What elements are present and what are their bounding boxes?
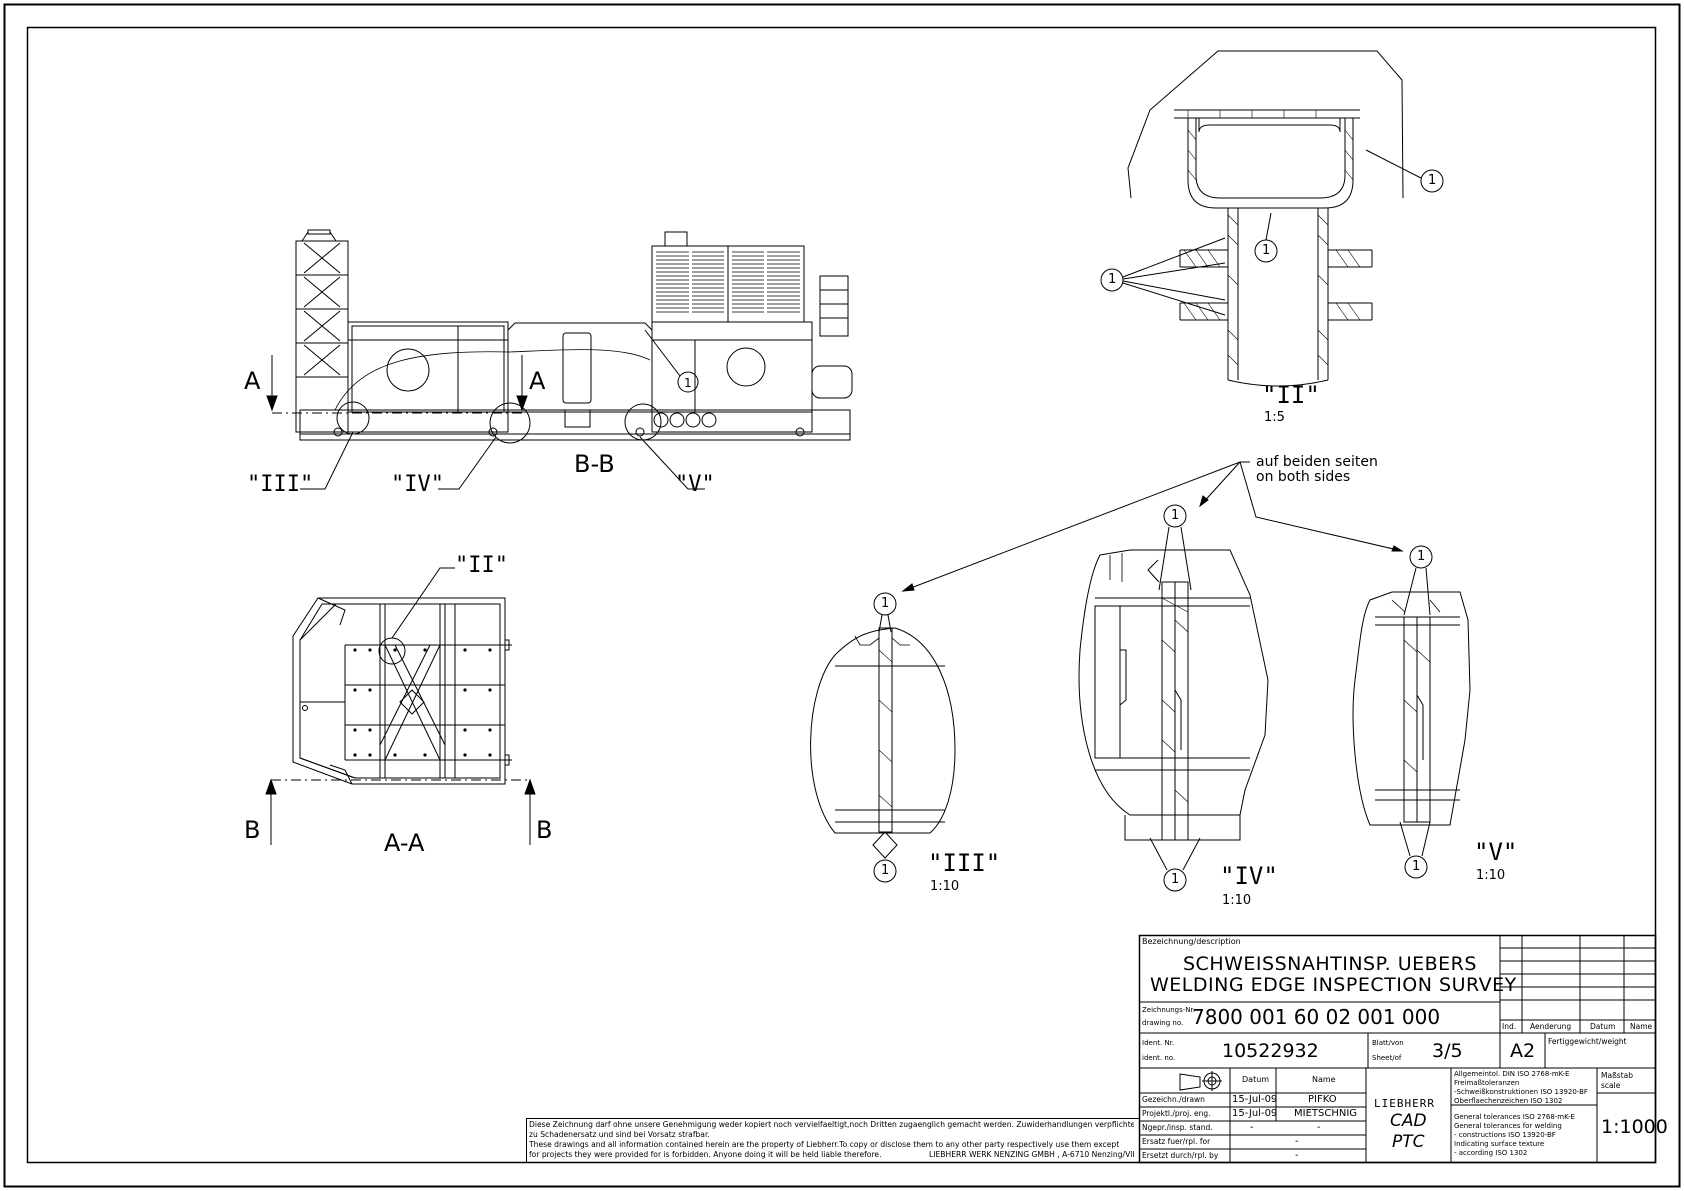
sheet-number: 3/5 <box>1432 1040 1463 1062</box>
drawing-scale: 1:1000 <box>1601 1116 1668 1138</box>
replaces-value: - <box>1295 1136 1299 1147</box>
detail-iv-scale: 1:10 <box>1222 893 1252 908</box>
detail-iv <box>1078 504 1269 892</box>
rev-index-header: Ind. <box>1502 1022 1517 1031</box>
detail-iii-title: "III" <box>928 849 1001 877</box>
insp-name: - <box>1317 1122 1321 1133</box>
balloon-number: 1 <box>1412 859 1421 874</box>
drawing-no-label: Zeichnungs-Nr. <box>1142 1006 1195 1014</box>
detail-v-scale: 1:10 <box>1476 868 1506 883</box>
notice-line: for projects they were provided for is f… <box>529 1150 882 1159</box>
drawn-label: Gezeichn./drawn <box>1142 1095 1205 1104</box>
note-leaders <box>901 461 1404 592</box>
detail-ii-title: "II" <box>1262 381 1320 409</box>
tolerance-en-3: - constructions ISO 13920-BF <box>1454 1131 1556 1139</box>
drawn-date: 15-Jul-09 <box>1232 1094 1278 1105</box>
balloon-number: 1 <box>1428 173 1437 188</box>
sheet-label-en: Sheet/of <box>1372 1054 1402 1062</box>
detail-v <box>1352 545 1471 879</box>
detail-iii <box>810 592 956 883</box>
balloon-number: 1 <box>1171 872 1180 887</box>
section-a-mark-left: A <box>244 367 261 395</box>
sheet-format: A2 <box>1510 1040 1536 1062</box>
description-label: Bezeichnung/description <box>1142 937 1241 946</box>
scale-label-en: scale <box>1601 1081 1621 1090</box>
section-a-a-label: A-A <box>384 829 425 857</box>
balloon-number: 1 <box>1108 272 1117 287</box>
ident-no-label: Ident. Nr. <box>1142 1039 1175 1047</box>
tolerance-en-2: General tolerances for welding <box>1454 1122 1562 1130</box>
cad-label: CAD <box>1390 1111 1427 1131</box>
notice-line: Diese Zeichnung darf ohne unsere Genehmi… <box>529 1120 1134 1129</box>
section-b-mark-right: B <box>536 816 553 844</box>
note-english: on both sides <box>1256 469 1351 485</box>
proj-eng-name: MIETSCHNIG <box>1294 1108 1358 1119</box>
drawing-no-label-en: drawing no. <box>1142 1019 1184 1027</box>
detail-ii-reference: "II" <box>455 553 508 578</box>
notice-line: These drawings and all information conta… <box>529 1140 1120 1149</box>
title-block-lines <box>526 934 1657 1164</box>
detail-ii <box>1100 50 1444 387</box>
detail-iii-reference: "III" <box>247 472 314 497</box>
balloon-number: 1 <box>881 863 890 878</box>
rev-name-header: Name <box>1630 1022 1653 1031</box>
detail-iv-reference: "IV" <box>391 472 444 497</box>
detail-v-title: "V" <box>1474 838 1518 866</box>
sheet-label: Blatt/von <box>1372 1039 1404 1047</box>
tolerance-de-2: Freimaßtoleranzen <box>1454 1079 1520 1087</box>
tolerance-de-1: Allgemeintol. DIN ISO 2768-mK-E <box>1454 1070 1570 1078</box>
replaces-label: Ersatz fuer/rpl. for <box>1142 1137 1211 1146</box>
detail-v-reference: "V" <box>675 472 715 497</box>
svg-text:1: 1 <box>684 376 692 390</box>
cad-system: PTC <box>1392 1132 1425 1152</box>
tolerance-de-3: -Schweißkonstruktionen ISO 13920-BF <box>1454 1088 1588 1096</box>
replaced-by-value: - <box>1295 1150 1299 1161</box>
notice-line-last: for projects they were provided for is f… <box>529 1150 1134 1160</box>
replaced-by-label: Ersetzt durch/rpl. by <box>1142 1151 1219 1160</box>
tolerance-en-4: Indicating surface texture <box>1454 1140 1545 1148</box>
rev-change-header: Aenderung <box>1530 1022 1572 1031</box>
copyright-notice: Diese Zeichnung darf ohne unsere Genehmi… <box>529 1120 1134 1160</box>
detail-iv-title: "IV" <box>1220 862 1278 890</box>
side-view-b-b: 1 <box>266 229 853 490</box>
insp-label: Ngepr./insp. stand. <box>1142 1123 1213 1132</box>
section-b-mark-left: B <box>244 816 261 844</box>
note-german: auf beiden seiten <box>1256 454 1378 470</box>
name-column-header: Name <box>1312 1075 1336 1084</box>
section-a-mark-right: A <box>529 367 546 395</box>
company-logo: LIEBHERR <box>1374 1097 1435 1110</box>
plan-view-a-a <box>265 567 536 845</box>
detail-iii-scale: 1:10 <box>930 879 960 894</box>
drawing-title-line1: SCHWEISSNAHTINSP. UEBERS <box>1183 953 1477 975</box>
proj-eng-label: Projektl./proj. eng. <box>1142 1109 1211 1118</box>
balloon-number: 1 <box>881 596 890 611</box>
rev-date-header: Datum <box>1590 1022 1616 1031</box>
balloon-number: 1 <box>1171 508 1180 523</box>
balloon-number: 1 <box>1262 243 1271 258</box>
tolerance-en-5: - according ISO 1302 <box>1454 1149 1528 1157</box>
insp-date: - <box>1250 1122 1254 1133</box>
scale-label: Maßstab <box>1601 1071 1633 1080</box>
proj-eng-date: 15-Jul-09 <box>1232 1108 1278 1119</box>
drawing-number: 7800 001 60 02 001 000 <box>1192 1005 1441 1029</box>
outer-border <box>3 3 1681 1188</box>
ident-number: 10522932 <box>1222 1040 1319 1062</box>
balloon-number: 1 <box>1417 549 1426 564</box>
notice-company: LIEBHERR WERK NENZING GMBH , A-6710 Nenz… <box>929 1150 1134 1159</box>
section-b-b-label: B-B <box>574 450 615 478</box>
date-column-header: Datum <box>1242 1075 1270 1084</box>
drawn-name: PIFKO <box>1308 1094 1337 1105</box>
tolerance-en-1: General tolerances ISO 2768-mK-E <box>1454 1113 1575 1121</box>
ident-no-label-en: ident. no. <box>1142 1054 1176 1062</box>
detail-ii-scale: 1:5 <box>1264 410 1285 425</box>
notice-line: zu Schadenersatz und sind bei Vorsatz st… <box>529 1130 710 1139</box>
tolerance-de-4: Oberflaechenzeichen ISO 1302 <box>1454 1097 1563 1105</box>
drawing-title-line2: WELDING EDGE INSPECTION SURVEY <box>1150 974 1517 996</box>
weight-label: Fertiggewicht/weight <box>1548 1037 1627 1046</box>
